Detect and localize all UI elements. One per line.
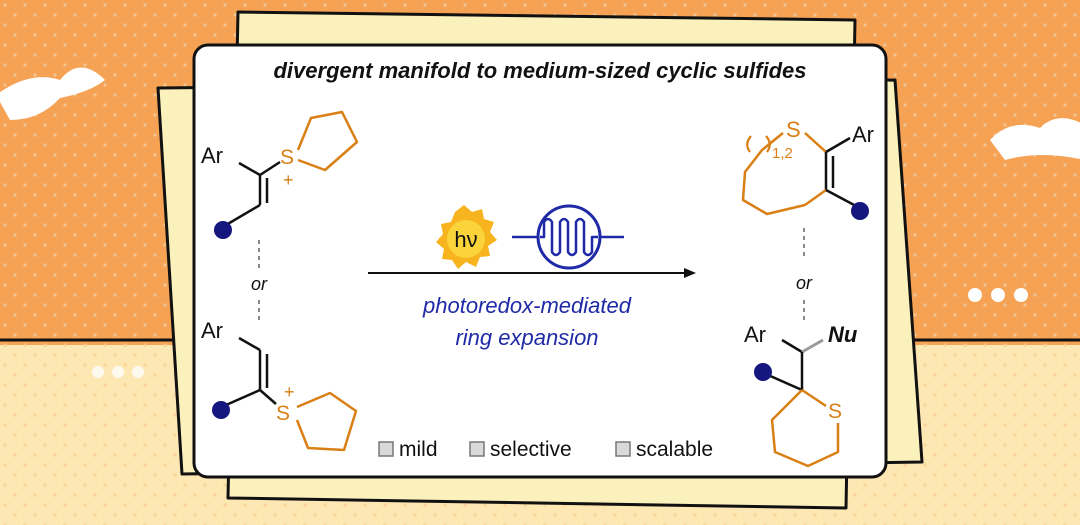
checkbox-icon [615,441,631,457]
svg-text:+: + [284,382,295,402]
svg-text:mild: mild [399,438,438,461]
reaction-arrow [368,268,696,278]
ellipsis-dots-left [92,366,144,378]
svg-text:Ar: Ar [744,322,766,347]
cloud-icon-right [990,118,1080,160]
or-left: or [251,274,268,294]
svg-text:Ar: Ar [201,318,223,343]
svg-text:S: S [276,402,290,425]
checkbox-icon [378,441,394,457]
feature-selective: selective [469,438,572,461]
svg-text:S: S [280,146,294,169]
arrow-label-line1: photoredox-mediated [422,293,632,318]
ring-size-label: 1,2 [772,145,793,162]
vinyl-sulfonium-top: Ar S + [201,110,359,239]
arrow-label-line2: ring expansion [455,325,598,350]
photon-label: hν [454,227,477,252]
svg-text:+: + [283,170,294,190]
ellipsis-dots [968,288,1028,302]
main-panel [192,43,888,479]
sun-icon: hν [436,205,497,269]
substituent-ball [754,363,772,381]
thiane-product: Ar Nu S [744,322,858,468]
svg-text:Ar: Ar [852,122,874,147]
substituent-ball [212,401,230,419]
svg-text:S: S [786,117,801,142]
led-lamp-icon [512,204,624,270]
panel-title: divergent manifold to medium-sized cycli… [273,58,806,83]
vinyl-sulfonium-bottom: Ar S + [201,318,358,452]
feature-mild: mild [378,438,438,461]
cloud-icon [0,67,105,120]
ar-label: Ar [201,143,223,168]
substituent-ball [851,202,869,220]
or-right: or [796,273,813,293]
svg-text:S: S [828,400,842,423]
substituent-ball [214,221,232,239]
nucleophile-label: Nu [828,322,858,347]
feature-scalable: scalable [615,438,713,461]
svg-text:selective: selective [490,438,572,461]
svg-text:scalable: scalable [636,438,713,461]
cyclic-sulfide-product: S 1,2 Ar [741,117,874,220]
checkbox-icon [469,441,485,457]
